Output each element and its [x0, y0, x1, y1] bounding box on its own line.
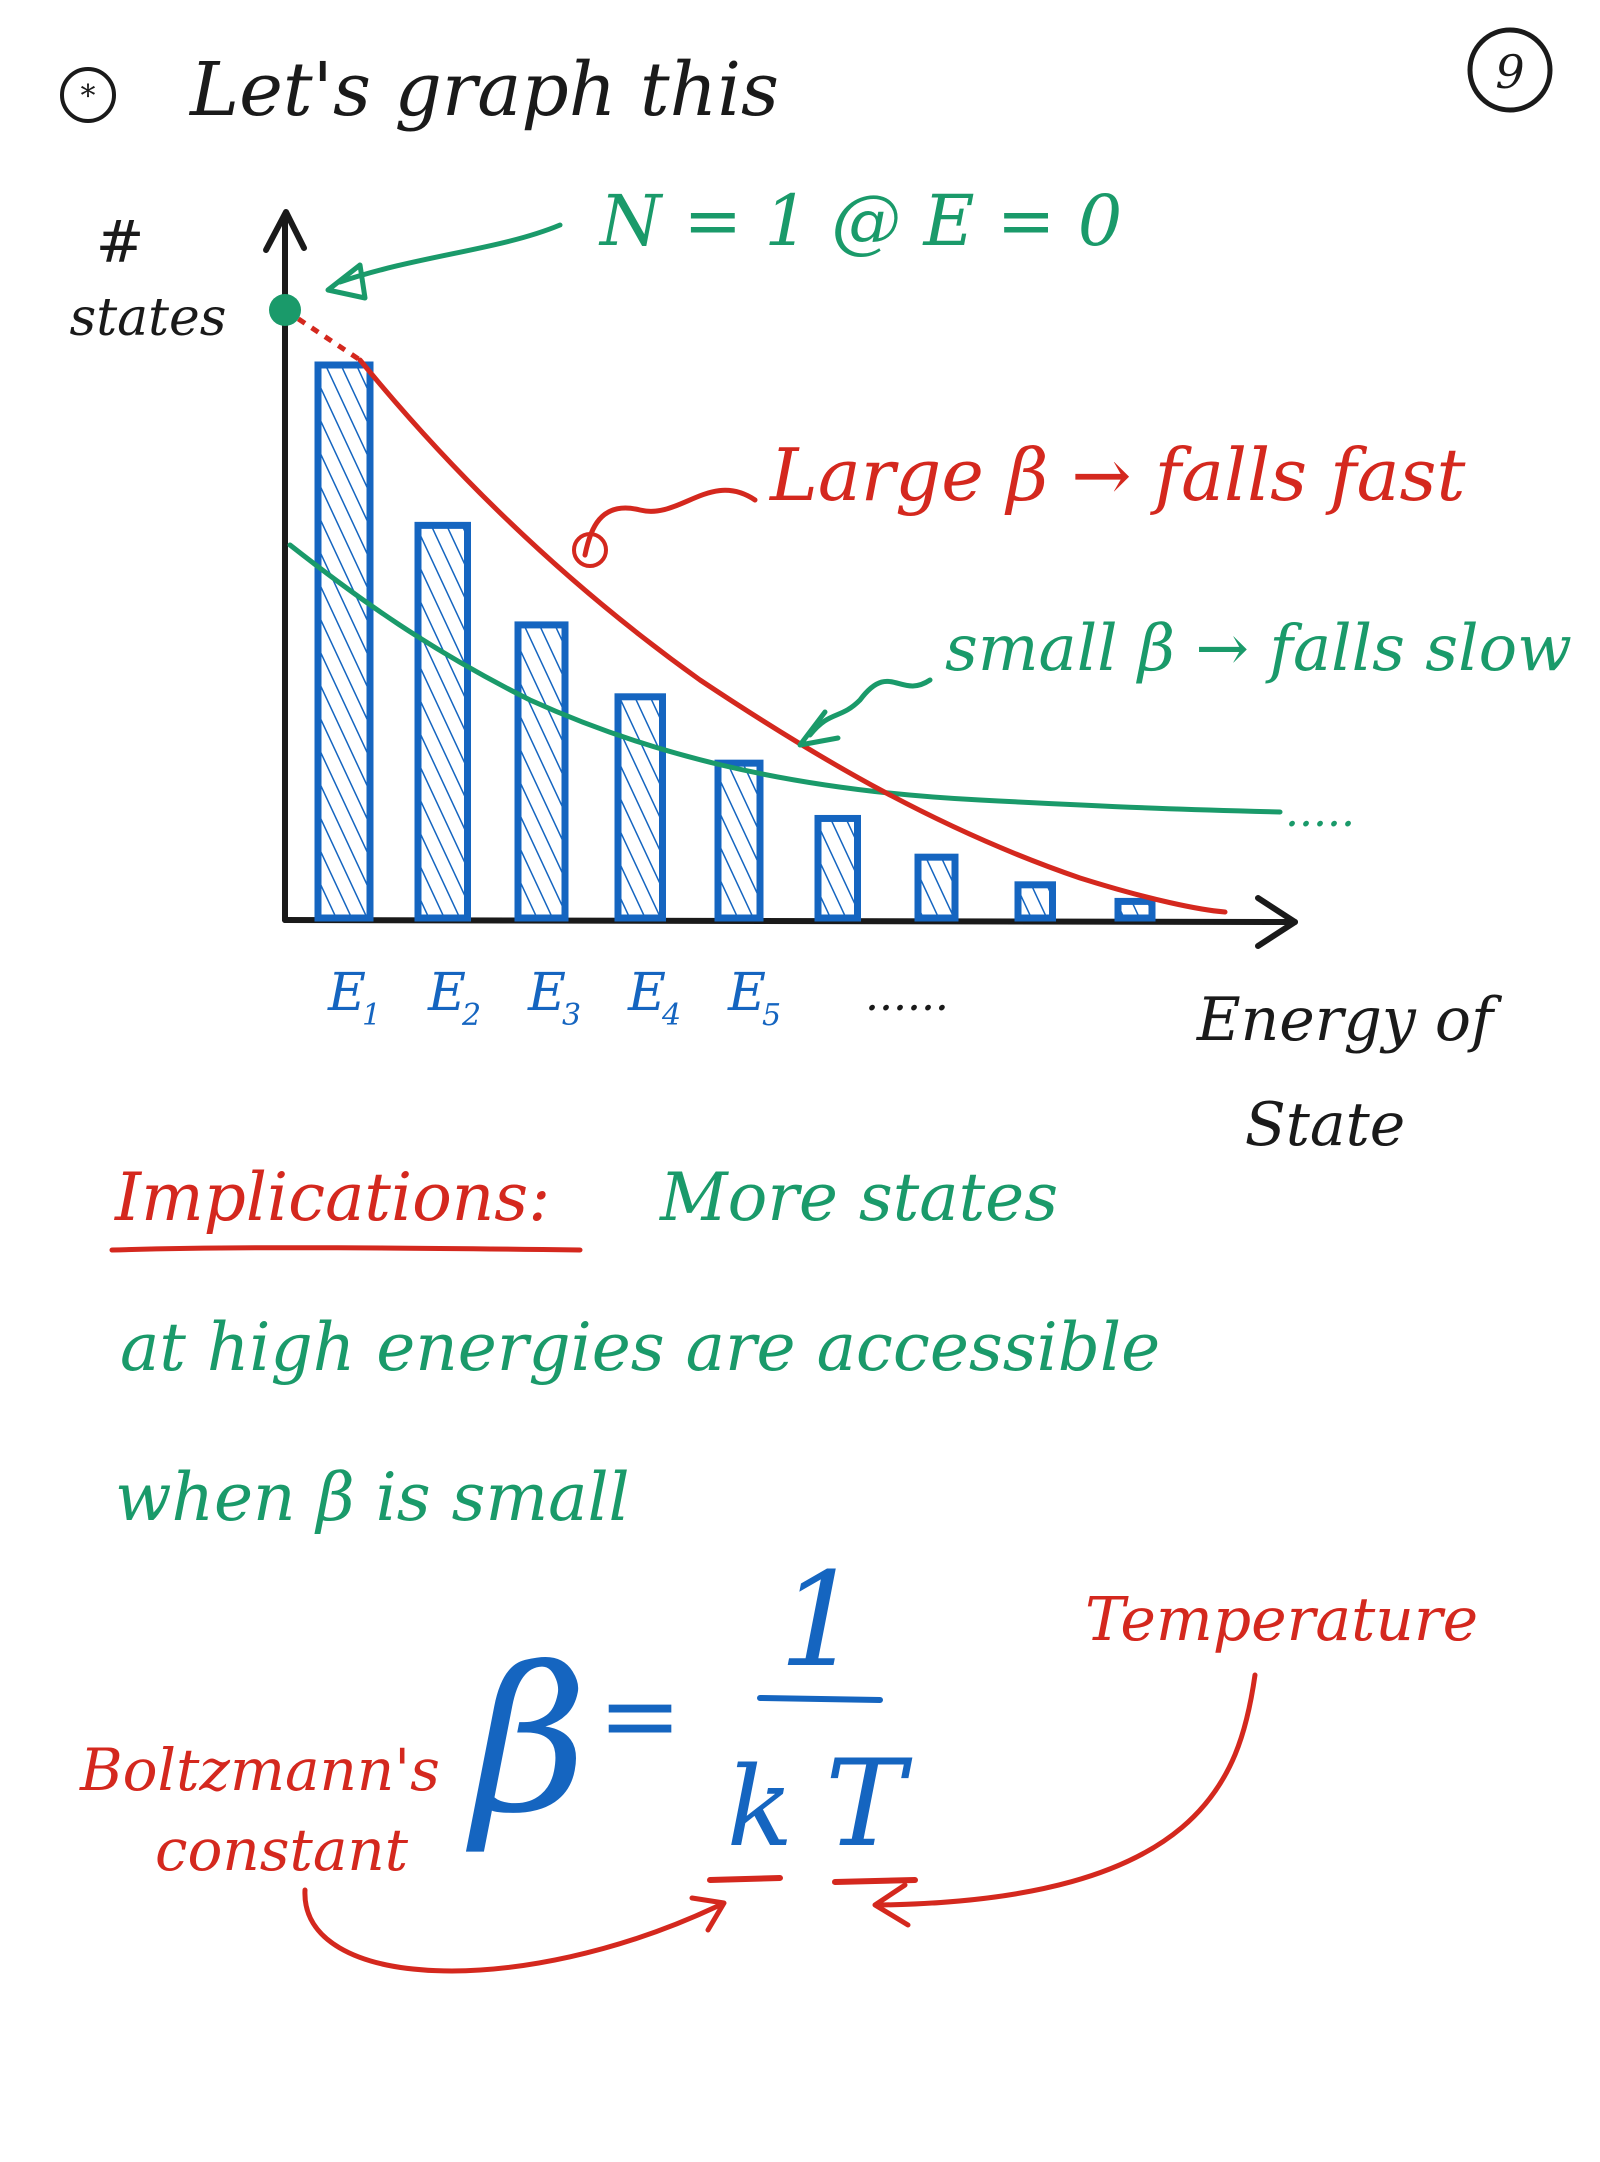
bar-1: [314, 361, 374, 922]
bar-6: [814, 814, 861, 922]
equation-lhs: β: [465, 1625, 588, 1858]
bar-label-2: E: [427, 963, 466, 1023]
heading-marker: *: [81, 79, 96, 114]
small-beta-curve: [287, 542, 1283, 815]
small-beta-note-arrowhead: [797, 709, 841, 748]
bar-group: [314, 361, 1156, 922]
implications-line-3: when β is small: [115, 1459, 630, 1536]
large-beta-note: Large β → falls fast: [768, 433, 1466, 517]
equation-numerator: 1: [779, 1544, 862, 1696]
k-note-arrowhead: [689, 1895, 727, 1933]
bar-label-subscript-2: 2: [461, 998, 481, 1033]
T-note-arrow: [877, 1672, 1258, 1908]
x-axis-label-line2: State: [1245, 1090, 1406, 1160]
bar-2: [414, 521, 471, 922]
k-note-arrow: [302, 1887, 723, 1974]
large-beta-note-loop: [572, 532, 608, 568]
x-axis-arrowhead: [1255, 895, 1298, 949]
bar-label-subscript-4: 4: [661, 998, 681, 1033]
bar-label-1: E: [327, 963, 366, 1023]
small-beta-note-squiggle: [807, 677, 933, 738]
origin-note-arrow: [337, 222, 563, 285]
bar-3: [514, 621, 569, 922]
implications-underline: [109, 1245, 583, 1253]
T-note: Temperature: [1085, 1585, 1478, 1655]
x-axis-label-line1: Energy of: [1196, 985, 1503, 1055]
bar-7: [914, 853, 959, 922]
equation-denominator-T: T: [825, 1735, 913, 1874]
bar-label-5: E: [727, 963, 766, 1023]
bar-9: [1114, 897, 1156, 922]
bar-label-3: E: [527, 963, 566, 1023]
bar-8: [1014, 881, 1056, 922]
origin-point: [269, 294, 301, 326]
small-beta-curve-ellipsis: .....: [1285, 786, 1355, 837]
y-axis-arrowhead: [263, 209, 307, 253]
graph: # states Energy of State ..... N = 1 @ E…: [70, 180, 1572, 1160]
equation-equals: =: [598, 1657, 682, 1774]
bar-4: [614, 693, 666, 922]
y-axis-label-line1: #: [96, 208, 145, 276]
equation-fraction-bar: [757, 1695, 883, 1703]
origin-note: N = 1 @ E = 0: [598, 180, 1122, 262]
bar-label-4: E: [627, 963, 666, 1023]
large-beta-note-squiggle: [582, 487, 758, 558]
small-beta-note: small β → falls slow: [945, 612, 1572, 686]
page-number-circle: [1467, 27, 1553, 113]
T-note-arrowhead: [872, 1882, 911, 1928]
implications-line-1: More states: [659, 1159, 1058, 1236]
heading-text: Let's graph this: [188, 47, 779, 133]
heading-marker-circle: [60, 67, 116, 123]
bar-label-subscript-3: 3: [562, 998, 581, 1033]
bar-label-subscript-1: 1: [362, 998, 381, 1033]
T-underline: [832, 1877, 918, 1885]
beta-equation: β = 1 k T: [465, 1544, 918, 1885]
k-underline: [707, 1875, 783, 1883]
bar-labels-ellipsis: ......: [865, 970, 949, 1021]
k-note-line1: Boltzmann's: [79, 1736, 440, 1804]
implications-line-2: at high energies are accessible: [120, 1309, 1160, 1386]
k-note-line2: constant: [155, 1816, 409, 1884]
bar-5: [714, 759, 764, 922]
bar-label-subscript-5: 5: [762, 998, 781, 1033]
page-number: 9: [1495, 45, 1524, 99]
y-axis-label-line2: states: [70, 288, 227, 348]
equation-denominator-k: k: [727, 1743, 794, 1871]
origin-note-arrowhead: [325, 262, 368, 301]
implications-label: Implications:: [114, 1159, 550, 1236]
